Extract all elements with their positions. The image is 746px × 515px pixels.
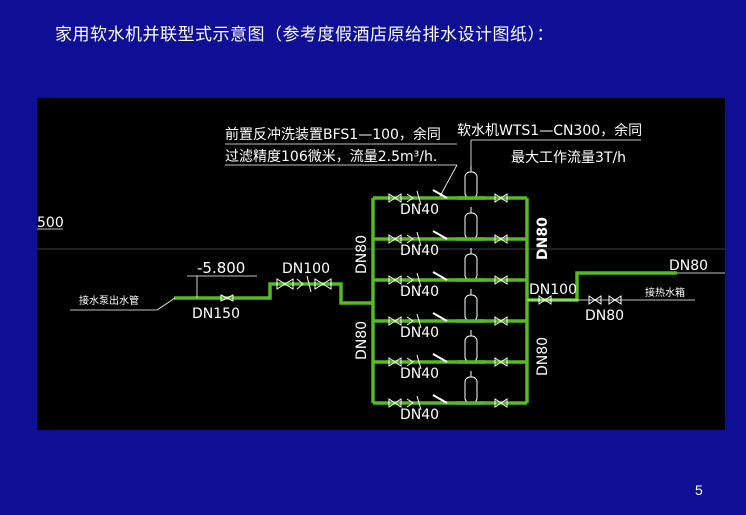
branch-valve [388,316,402,326]
softener-vessel [464,171,478,199]
branch-size-label: DN40 [400,202,439,218]
branch-valve [494,275,508,285]
outlet-label: 接热水箱 [645,286,685,299]
inlet-size-label: DN150 [192,306,240,322]
inlet-valves [220,275,332,302]
check-valve [406,272,422,288]
softener-vessel [464,212,478,240]
inlet-header-size-lower: DN80 [354,321,370,360]
branch-valve [388,193,402,203]
right-top-size-label: DN80 [669,258,708,274]
left-edge-label: 500 [37,215,64,231]
check-valve [406,313,422,329]
branch-valve [388,234,402,244]
check-valve [406,231,422,247]
branch-valve [494,316,508,326]
branch-valve [388,398,402,408]
softener-vessel [464,335,478,363]
branch-valve [494,398,508,408]
filter-note-leader [438,164,458,199]
filter-symbol [432,230,448,240]
inlet-pipe [174,198,375,403]
outlet-size-label: DN100 [529,282,577,298]
softener-note-line2: 最大工作流量3T/h [511,150,626,166]
branch-size-label: DN40 [400,366,439,382]
branch-valve [494,193,508,203]
inlet-label: 接水泵出水管 [79,294,139,307]
main-valve-size-label: DN100 [282,261,330,277]
pipe-diagram: 500 -5.800 接水泵出水管 DN150 DN100 [37,122,725,423]
inlet-label-leader [156,297,176,311]
inlet-header-size-upper: DN80 [354,235,370,274]
filter-symbol [432,189,448,199]
softener-vessel [464,253,478,281]
elevation-label: -5.800 [197,259,245,277]
branch-valve [388,275,402,285]
outlet-header-size-upper: DN80 [535,217,551,260]
filter-note-line1: 前置反冲洗装置BFS1—100，余同 [225,126,441,143]
branch-size-label: DN40 [400,284,439,300]
slide-title: 家用软水机并联型式示意图（参考度假酒店原给排水设计图纸）： [55,25,554,45]
cad-drawing: 500 -5.800 接水泵出水管 DN150 DN100 [37,98,725,430]
softener-vessel [464,294,478,322]
branch-size-label: DN40 [400,243,439,259]
page-number: 5 [695,482,703,498]
check-valve [406,354,422,370]
softener-vessel [464,376,478,404]
filter-symbol [432,271,448,281]
outlet-valves [538,295,622,305]
filter-symbol [432,312,448,322]
branch-valve [494,234,508,244]
filter-symbol [432,353,448,363]
right-bottom-size-label: DN80 [585,308,624,324]
outlet-header-size-lower: DN80 [535,337,551,376]
softener-note-line1: 软水机WTS1—CN300，余同 [457,122,642,139]
filter-note-line2: 过滤精度106微米，流量2.5m³/h. [225,149,437,165]
branch-valve [388,357,402,367]
branch-valve [494,357,508,367]
check-valve [406,395,422,411]
filter-symbol [432,394,448,404]
branch-size-label: DN40 [400,407,439,423]
branch-size-label: DN40 [400,325,439,341]
check-valve [406,190,422,206]
